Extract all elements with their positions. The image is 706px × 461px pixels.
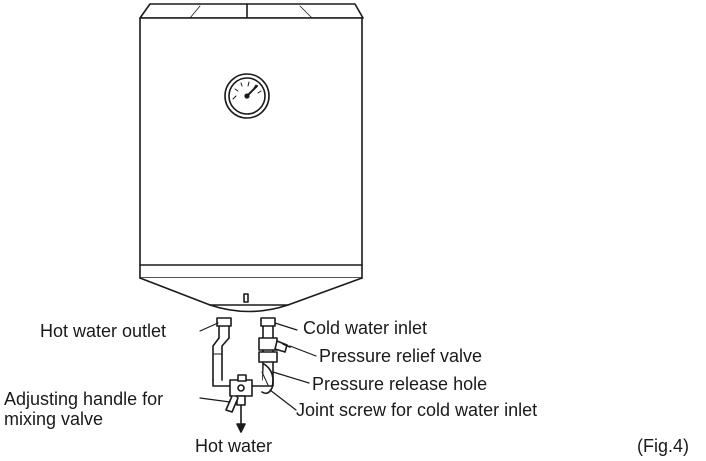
label-hot-water: Hot water <box>195 436 273 456</box>
label-pressure-release-hole: Pressure release hole <box>312 374 488 394</box>
hot-water-outlet-pipe <box>212 317 232 381</box>
leader-lines <box>199 322 317 411</box>
label-joint-screw: Joint screw for cold water inlet <box>296 400 538 420</box>
adjusting-handle-icon <box>225 395 239 413</box>
heater-tank-body <box>139 17 363 279</box>
label-cold-water-inlet: Cold water inlet <box>303 318 428 338</box>
heater-top-cap <box>139 3 364 19</box>
label-pressure-relief-valve: Pressure relief valve <box>319 346 483 366</box>
label-hot-water-outlet: Hot water outlet <box>40 321 167 341</box>
heater-bottom-cone <box>139 277 363 313</box>
figure-reference: (Fig.4) <box>637 436 690 456</box>
pressure-relief-valve-icon <box>258 337 291 363</box>
thermometer-gauge-icon <box>224 73 270 119</box>
hot-water-arrow-icon <box>236 404 246 433</box>
label-adjusting-handle-line2: mixing valve <box>4 409 104 429</box>
label-adjusting-handle-line1: Adjusting handle for <box>4 389 164 409</box>
mixing-valve-body <box>212 374 274 406</box>
